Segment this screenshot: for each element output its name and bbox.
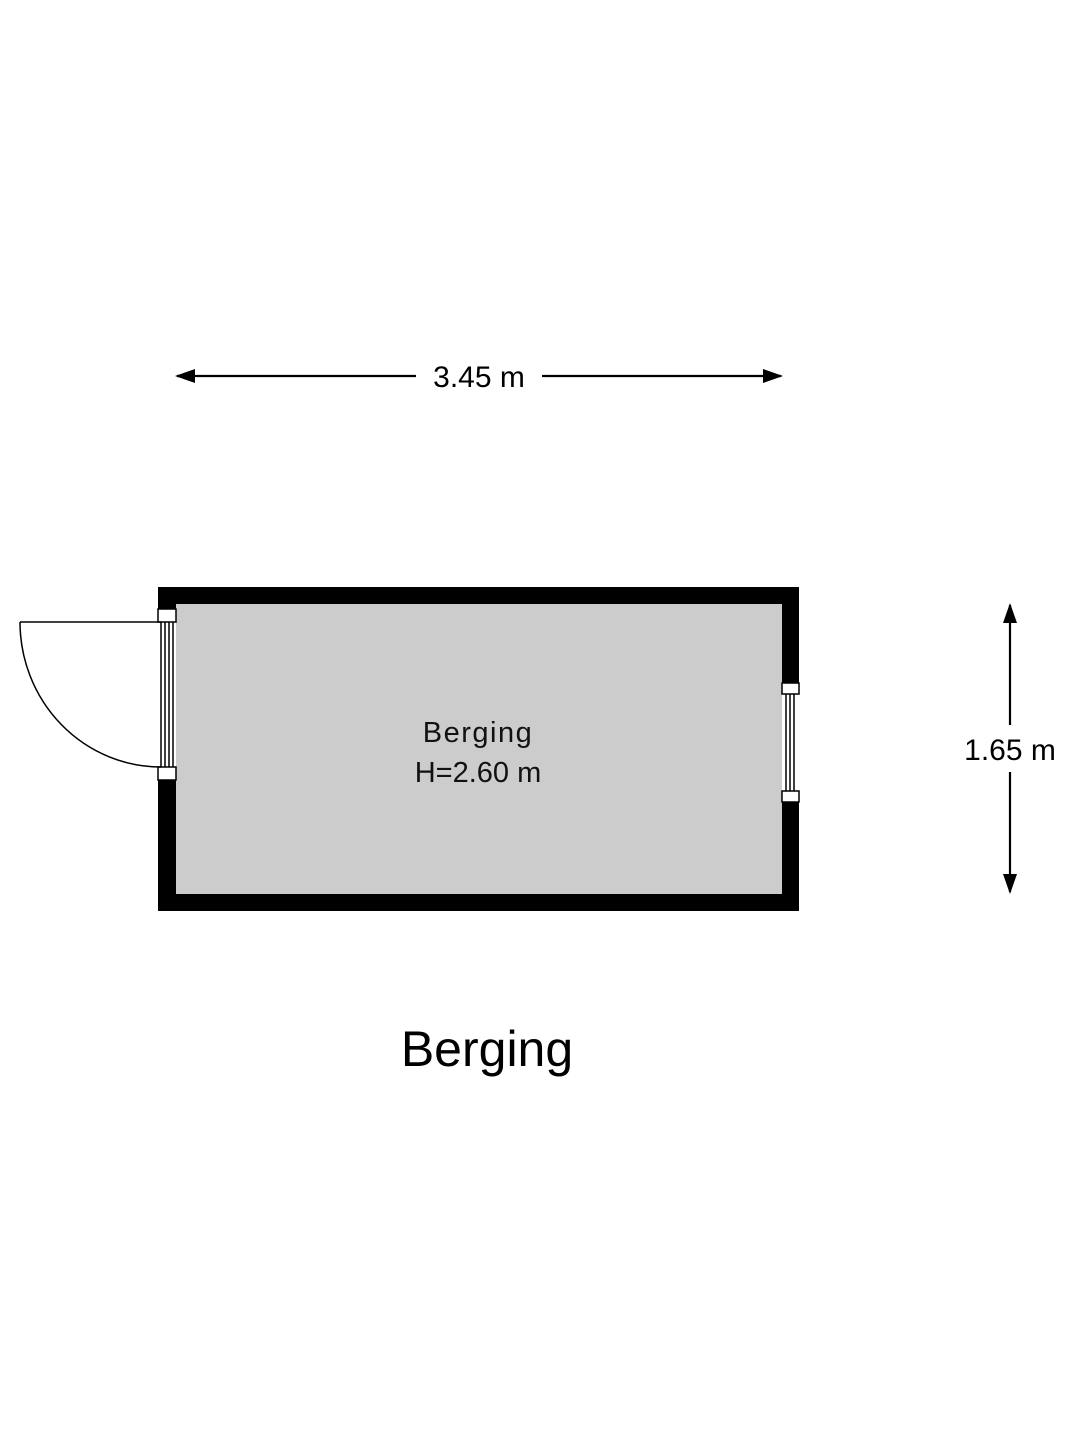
width-dimension-label: 3.45 m (433, 361, 525, 394)
depth-dimension-label: 1.65 m (964, 734, 1056, 767)
door-opening-left (157, 608, 177, 781)
room-height-label: H=2.60 m (415, 757, 542, 789)
width-dimension: 3.45 m (175, 361, 783, 394)
depth-dimension: 1.65 m (964, 603, 1056, 894)
door-swing (19, 621, 162, 768)
room-floor (176, 604, 782, 894)
room-berging: Berging H=2.60 m (19, 587, 800, 911)
plan-title: Berging (401, 1021, 573, 1077)
door-swing-arc (19, 621, 162, 768)
room-name-label: Berging (423, 717, 533, 749)
window-right (781, 682, 800, 803)
